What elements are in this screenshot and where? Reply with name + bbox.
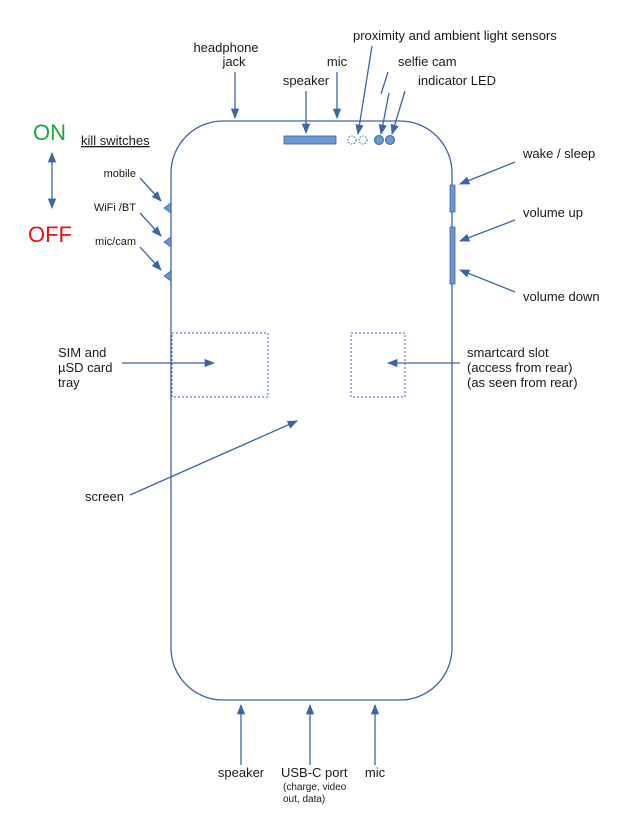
arrow	[378, 92, 390, 136]
arrow	[129, 420, 298, 496]
light-sensor	[358, 135, 368, 145]
arrow	[459, 219, 516, 242]
volume-rocker[interactable]	[449, 226, 456, 285]
wake-button[interactable]	[449, 184, 456, 213]
kill-switches-title: kill switches	[81, 133, 150, 148]
off-label: OFF	[28, 222, 72, 247]
selfie-cam	[374, 135, 384, 145]
arrow	[380, 71, 389, 95]
kill-switch-wifi[interactable]	[163, 236, 172, 248]
arrow	[390, 90, 406, 135]
screen-label: screen	[85, 489, 124, 504]
sim-label-2: µSD card	[58, 360, 112, 375]
indicator-led	[385, 135, 395, 145]
sim-tray	[171, 332, 269, 398]
volume-down-label: volume down	[523, 289, 600, 304]
on-label: ON	[33, 120, 66, 145]
phone-body	[170, 120, 453, 701]
smartcard-slot	[350, 332, 406, 398]
kill-switch-mobile[interactable]	[163, 202, 172, 214]
sensors-label: proximity and ambient light sensors	[353, 28, 557, 43]
headphone-label-2: jack	[221, 54, 246, 69]
headphone-label: headphone	[193, 40, 258, 55]
switch-label-miccam: mic/cam	[95, 236, 136, 248]
arrow	[139, 177, 162, 202]
wake-label: wake / sleep	[522, 146, 595, 161]
usb-note-2: out, data)	[283, 794, 325, 805]
proximity-sensor	[347, 135, 357, 145]
usb-note-1: (charge, video	[283, 782, 347, 793]
selfie-label: selfie cam	[398, 54, 457, 69]
arrow	[139, 246, 162, 271]
arrow	[355, 45, 373, 136]
sim-label-1: SIM and	[58, 345, 106, 360]
speaker-top-label: speaker	[283, 73, 330, 88]
switch-label-wifi: WiFi /BT	[94, 202, 136, 214]
arrow	[459, 161, 516, 185]
smartcard-label-3: (as seen from rear)	[467, 375, 578, 390]
smartcard-label-1: smartcard slot	[467, 345, 549, 360]
mic-top-label: mic	[327, 54, 348, 69]
smartcard-label-2: (access from rear)	[467, 360, 572, 375]
led-label: indicator LED	[418, 73, 496, 88]
arrow	[139, 212, 162, 237]
kill-switch-miccam[interactable]	[163, 270, 172, 282]
earpiece-speaker	[283, 135, 337, 145]
speaker-bottom-label: speaker	[218, 765, 265, 780]
volume-up-label: volume up	[523, 205, 583, 220]
switch-label-mobile: mobile	[104, 168, 136, 180]
mic-bottom-label: mic	[365, 765, 386, 780]
usb-label: USB-C port	[281, 765, 348, 780]
sim-label-3: tray	[58, 375, 80, 390]
arrow	[459, 269, 516, 293]
